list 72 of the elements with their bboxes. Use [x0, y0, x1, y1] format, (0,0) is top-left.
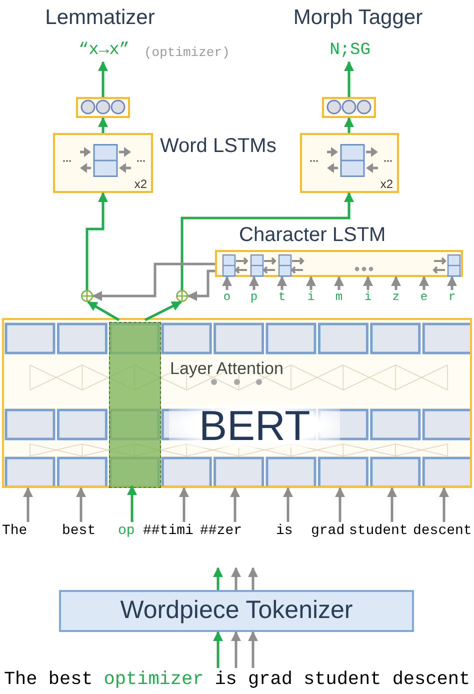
arrow: [222, 276, 232, 290]
arrow: [363, 276, 373, 290]
arrow: [98, 117, 108, 133]
arrow: [230, 487, 240, 522]
character-label: p: [249, 290, 259, 305]
arrow: [213, 567, 223, 590]
arrow: [344, 117, 354, 133]
token-label: op: [118, 522, 135, 540]
token-label: student: [349, 522, 408, 540]
token-label: descent: [413, 522, 472, 540]
character-label: o: [222, 290, 232, 305]
arrow: [447, 276, 457, 290]
arrow: [334, 276, 344, 290]
heading: Lemmatizer: [45, 5, 155, 31]
output-layer-box: [322, 97, 376, 118]
arrow: [231, 567, 241, 590]
arrow: [249, 276, 259, 290]
attention-column: [109, 322, 161, 488]
input-sentence: The best optimizer is grad student descent: [0, 668, 474, 692]
arrow: [180, 192, 354, 290]
character-label: i: [306, 290, 316, 305]
arrow: [187, 270, 215, 301]
output-label: N;SG: [322, 40, 378, 62]
character-label: r: [447, 290, 457, 305]
character-label: i: [363, 290, 373, 305]
sum-circle: [81, 290, 93, 302]
arrow: [179, 487, 189, 522]
repeat-label: x2: [134, 178, 147, 190]
repeat-label: x2: [380, 178, 393, 190]
character-label: e: [419, 290, 429, 305]
token-label: The: [2, 522, 32, 540]
arrow: [248, 631, 258, 668]
section-heading: Character LSTM: [239, 225, 386, 245]
token-label: ##timi: [143, 522, 193, 540]
word-lstm-box: [300, 133, 399, 193]
output-layer-box: [76, 97, 130, 118]
token-label: ##zer: [200, 522, 242, 540]
sum-circle: [176, 290, 188, 302]
arrow: [344, 61, 354, 97]
heading: Word LSTMs: [160, 134, 276, 159]
tokenizer-box: Wordpiece Tokenizer: [59, 590, 414, 632]
arrow: [231, 631, 241, 668]
model-label: BERT: [169, 404, 340, 448]
arrow: [144, 300, 182, 322]
token-label: best: [62, 522, 96, 540]
token-label: grad: [311, 522, 345, 540]
arrow: [419, 276, 429, 290]
arrow: [87, 300, 120, 322]
arrow: [277, 276, 287, 290]
arrow: [92, 262, 215, 301]
arrow: [439, 487, 449, 522]
arrow: [387, 487, 397, 522]
character-label: t: [277, 290, 287, 305]
arrow: [335, 487, 345, 522]
arrow: [23, 487, 33, 522]
character-label: z: [391, 290, 401, 305]
heading: Morph Tagger: [293, 5, 423, 31]
word-lstm-box: [53, 133, 153, 193]
arrow: [306, 276, 316, 290]
layer-label: Layer Attention: [170, 358, 284, 380]
arrow: [98, 61, 108, 97]
arrow: [213, 631, 223, 668]
output-label: “x→x”: [76, 40, 132, 62]
note-label: (optimizer): [144, 44, 230, 62]
character-label: m: [334, 290, 344, 305]
arrow: [127, 485, 137, 522]
arrow: [248, 567, 258, 590]
arrow: [76, 487, 86, 522]
token-label: is: [276, 522, 293, 540]
arrow: [86, 192, 108, 290]
arrow: [391, 276, 401, 290]
arrow: [283, 487, 293, 522]
